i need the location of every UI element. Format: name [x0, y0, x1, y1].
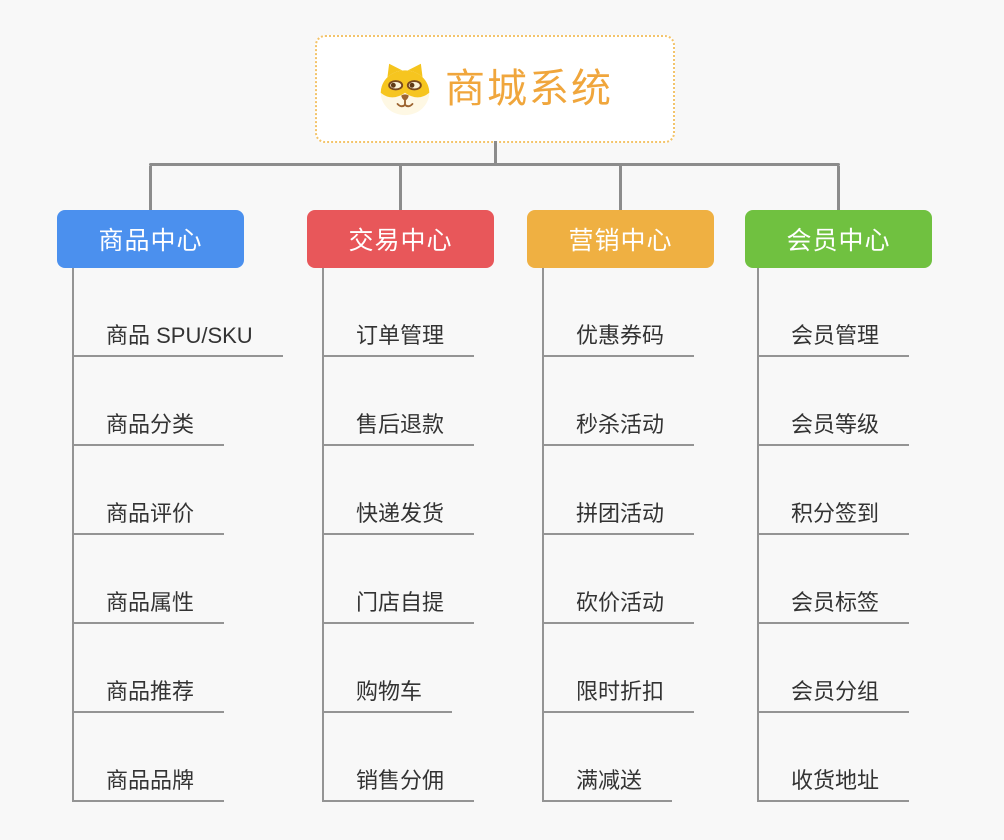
- leaf-item[interactable]: 积分签到: [757, 499, 910, 535]
- leaf-item[interactable]: 商品推荐: [72, 677, 225, 713]
- leaf-item[interactable]: 砍价活动: [542, 588, 695, 624]
- leaf-item[interactable]: 订单管理: [322, 321, 475, 357]
- root-node[interactable]: 商城系统: [315, 35, 675, 143]
- leaf-item[interactable]: 商品 SPU/SKU: [72, 321, 283, 357]
- leaf-item[interactable]: 会员标签: [757, 588, 910, 624]
- connector-drop-members: [837, 166, 840, 210]
- branch-header-products[interactable]: 商品中心: [57, 210, 244, 268]
- connector-drop-products: [149, 166, 152, 210]
- leaf-item[interactable]: 商品品牌: [72, 766, 225, 802]
- leaf-item[interactable]: 秒杀活动: [542, 410, 695, 446]
- connector-root-drop: [494, 141, 497, 163]
- leaf-item[interactable]: 商品分类: [72, 410, 225, 446]
- leaf-item[interactable]: 购物车: [322, 677, 453, 713]
- connector-drop-marketing: [619, 166, 622, 210]
- leaf-item[interactable]: 收货地址: [757, 766, 910, 802]
- leaf-item[interactable]: 会员等级: [757, 410, 910, 446]
- leaf-item[interactable]: 满减送: [542, 766, 673, 802]
- leaf-item[interactable]: 商品属性: [72, 588, 225, 624]
- connector-bus: [149, 163, 840, 166]
- leaf-item[interactable]: 拼团活动: [542, 499, 695, 535]
- leaf-item[interactable]: 会员管理: [757, 321, 910, 357]
- leaf-item[interactable]: 商品评价: [72, 499, 225, 535]
- leaf-item[interactable]: 优惠券码: [542, 321, 695, 357]
- leaf-item[interactable]: 会员分组: [757, 677, 910, 713]
- connector-drop-trade: [399, 166, 402, 210]
- branch-header-members[interactable]: 会员中心: [745, 210, 932, 268]
- leaf-item[interactable]: 销售分佣: [322, 766, 475, 802]
- branch-header-trade[interactable]: 交易中心: [307, 210, 494, 268]
- leaf-item[interactable]: 快递发货: [322, 499, 475, 535]
- leaf-item[interactable]: 门店自提: [322, 588, 475, 624]
- dog-face-icon: [377, 61, 433, 117]
- branch-header-marketing[interactable]: 营销中心: [527, 210, 714, 268]
- leaf-item[interactable]: 限时折扣: [542, 677, 695, 713]
- root-title: 商城系统: [445, 67, 613, 111]
- leaf-item[interactable]: 售后退款: [322, 410, 475, 446]
